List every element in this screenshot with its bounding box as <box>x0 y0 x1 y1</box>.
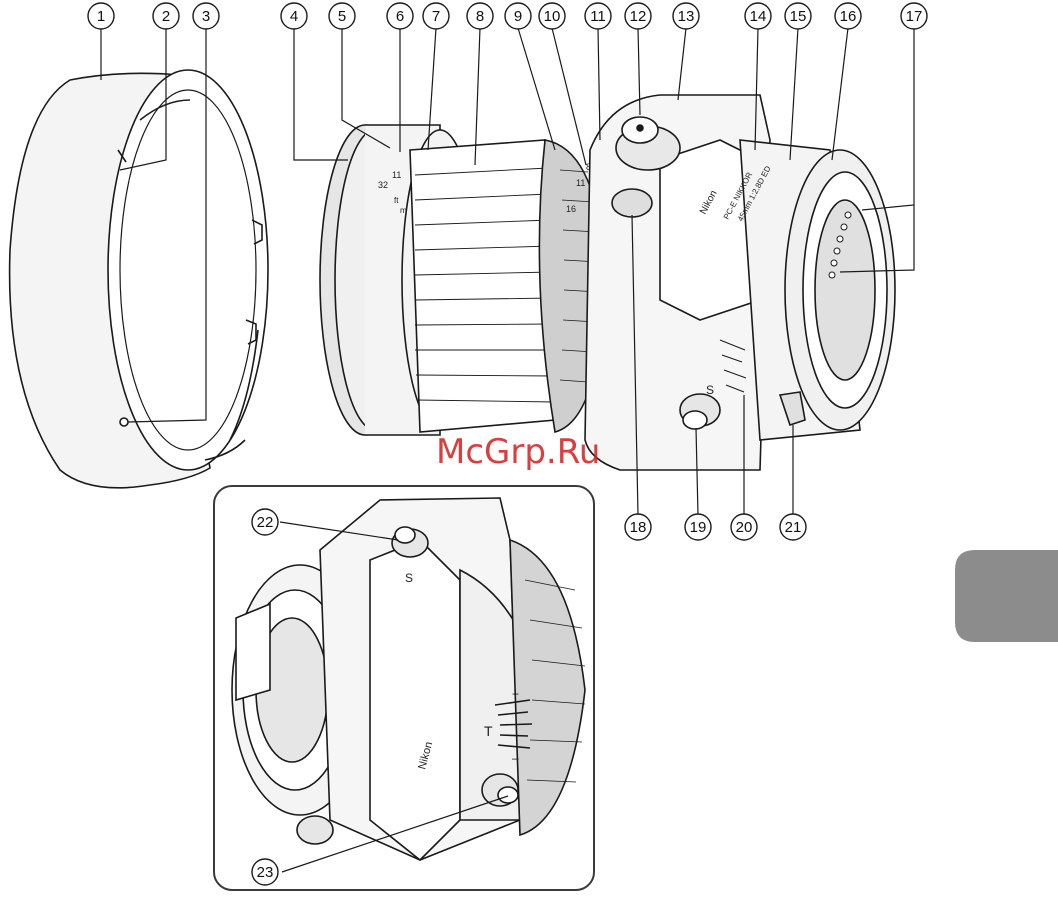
callout-21-label: 21 <box>785 519 802 536</box>
callout-16: 16 <box>835 3 861 29</box>
callout-19-label: 19 <box>690 519 707 536</box>
callout-18-label: 18 <box>630 519 647 536</box>
callout-20: 20 <box>731 514 757 540</box>
aperture-scale-e: 8 <box>586 162 591 172</box>
callout-8-label: 8 <box>476 8 484 25</box>
aperture-scale-a: 32 <box>378 180 388 190</box>
callout-17-label: 17 <box>906 8 923 25</box>
aperture-scale-d: 11 <box>576 178 585 188</box>
callout-16-label: 16 <box>840 8 857 25</box>
callout-5: 5 <box>329 3 355 29</box>
callout-9: 9 <box>505 3 531 29</box>
callout-2-label: 2 <box>162 8 170 25</box>
callout-8: 8 <box>467 3 493 29</box>
callout-18: 18 <box>625 514 651 540</box>
callout-11: 11 <box>585 3 611 29</box>
callout-4-label: 4 <box>290 8 298 25</box>
callout-3-label: 3 <box>202 8 210 25</box>
callout-13: 13 <box>673 3 699 29</box>
callout-5-label: 5 <box>338 8 346 25</box>
lens-body <box>320 95 895 470</box>
callout-22-label: 22 <box>257 514 274 531</box>
distance-ft-label: ft <box>394 196 399 205</box>
aperture-scale-b: 11 <box>392 170 401 180</box>
tilt-mark: T <box>484 723 493 739</box>
inset-panel: S T + – Nikon <box>214 486 594 890</box>
section-tab <box>955 550 1058 642</box>
callout-13-label: 13 <box>678 8 695 25</box>
aperture-scale-c: 16 <box>566 204 576 214</box>
callout-23-label: 23 <box>257 864 274 881</box>
callout-14: 14 <box>745 3 771 29</box>
callout-1-label: 1 <box>97 8 105 25</box>
shift-mark-main: S <box>706 383 714 397</box>
shift-mark-inset: S <box>405 571 413 585</box>
tilt-plus: + <box>512 687 519 701</box>
callout-4: 4 <box>281 3 307 29</box>
callout-6-label: 6 <box>396 8 404 25</box>
callout-12: 12 <box>625 3 651 29</box>
callout-1: 1 <box>88 3 114 29</box>
callout-7: 7 <box>423 3 449 29</box>
callout-2: 2 <box>153 3 179 29</box>
callout-21: 21 <box>780 514 806 540</box>
callout-23: 23 <box>252 859 278 885</box>
callout-20-label: 20 <box>736 519 753 536</box>
callout-14-label: 14 <box>750 8 767 25</box>
watermark: McGrp.Ru <box>436 432 600 472</box>
callout-3: 3 <box>193 3 219 29</box>
callout-15: 15 <box>785 3 811 29</box>
tilt-minus: – <box>512 751 519 765</box>
callout-22: 22 <box>252 509 278 535</box>
callout-11-label: 11 <box>590 8 606 25</box>
callout-19: 19 <box>685 514 711 540</box>
callout-7-label: 7 <box>432 8 440 25</box>
callout-15-label: 15 <box>790 8 807 25</box>
callout-12-label: 12 <box>630 8 647 25</box>
callout-17: 17 <box>901 3 927 29</box>
callout-6: 6 <box>387 3 413 29</box>
lens-hood <box>10 70 268 488</box>
callout-10: 10 <box>539 3 565 29</box>
callout-10-label: 10 <box>544 8 561 25</box>
distance-m-label: m <box>400 206 407 215</box>
callout-9-label: 9 <box>514 8 522 25</box>
